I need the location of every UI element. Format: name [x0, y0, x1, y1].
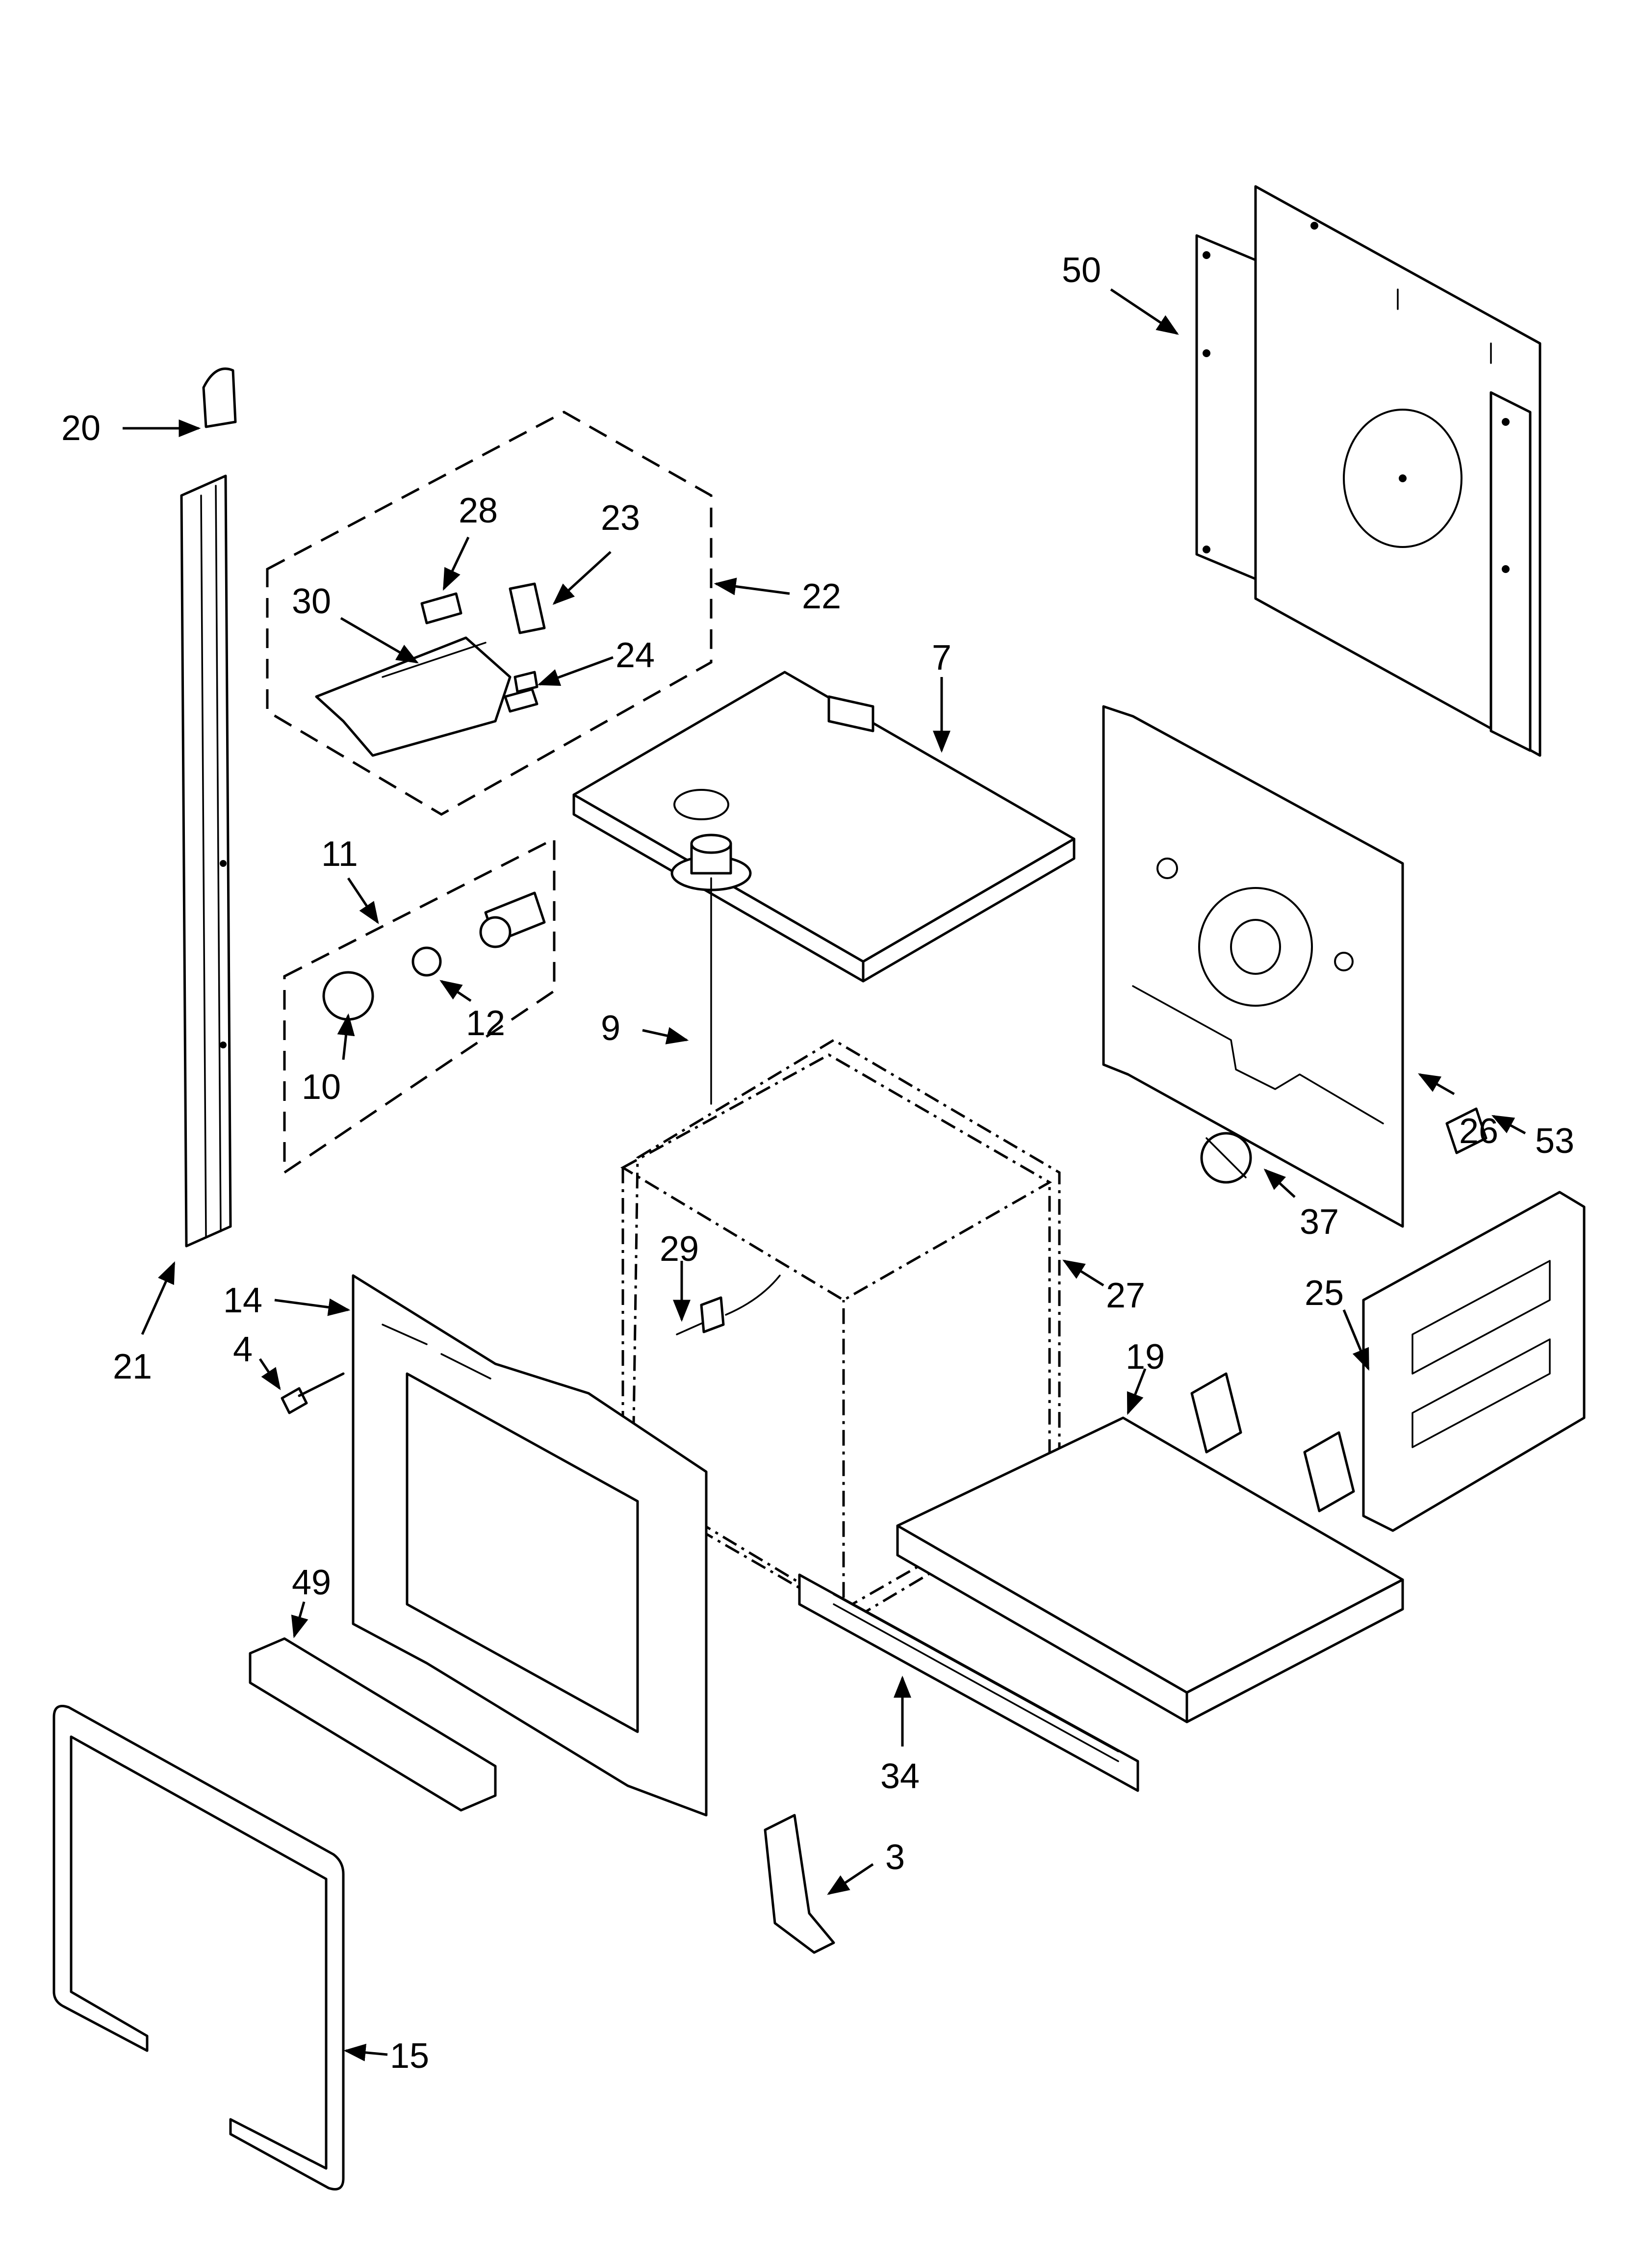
part-4-screw	[281, 1372, 345, 1414]
callout-34: 34	[880, 1757, 920, 1796]
part-9-sensor	[670, 834, 752, 1105]
part-22-latch-assembly	[266, 411, 713, 816]
callout-leaders	[123, 288, 1526, 2061]
callout-30: 30	[292, 582, 331, 621]
callout-37: 37	[1300, 1202, 1339, 1242]
callout-12: 12	[466, 1004, 505, 1043]
part-26-rear-inner-panel	[1102, 705, 1404, 1228]
part-3-bracket	[764, 1814, 835, 1954]
part-11-lamp-assembly	[283, 836, 556, 1175]
part-49-trim-strip	[249, 1637, 497, 1812]
callout-20: 20	[61, 409, 101, 448]
callout-10: 10	[302, 1068, 341, 1107]
callout-22: 22	[802, 577, 841, 616]
callout-28: 28	[459, 491, 498, 530]
callout-3: 3	[885, 1838, 905, 1877]
part-15-gasket	[52, 1705, 345, 2190]
callout-labels: 20 21 28 23 30 22 24 50 7 11 12 10 9 53 …	[61, 251, 1574, 2076]
callout-19: 19	[1126, 1337, 1165, 1377]
callout-27: 27	[1106, 1276, 1145, 1315]
callout-29: 29	[660, 1229, 699, 1269]
callout-9: 9	[601, 1009, 620, 1048]
callout-24: 24	[616, 636, 655, 675]
part-14-front-frame	[352, 1274, 708, 1817]
callout-26: 26	[1459, 1112, 1498, 1151]
part-53-bracket	[1445, 1107, 1488, 1154]
callout-7: 7	[932, 638, 951, 678]
part-21-side-rail	[180, 474, 232, 1248]
callout-21: 21	[113, 1347, 152, 1386]
part-20-clip	[202, 367, 237, 428]
part-37-thermal-fuse	[1200, 1132, 1252, 1184]
callout-53: 53	[1535, 1121, 1574, 1161]
part-7-top-panel	[572, 671, 1076, 983]
callout-49: 49	[292, 1563, 331, 1602]
part-50-rear-panel	[1195, 185, 1541, 757]
callout-23: 23	[601, 498, 640, 538]
part-25-side-panel	[1362, 1191, 1586, 1532]
part-19-bottom-panel	[896, 1372, 1404, 1723]
callout-15: 15	[390, 2036, 429, 2076]
callout-4: 4	[233, 1330, 253, 1369]
callout-25: 25	[1305, 1274, 1344, 1313]
callout-11: 11	[321, 834, 358, 874]
part-34-vent-grille	[798, 1573, 1139, 1792]
callout-50: 50	[1062, 251, 1101, 290]
callout-14: 14	[223, 1281, 262, 1320]
